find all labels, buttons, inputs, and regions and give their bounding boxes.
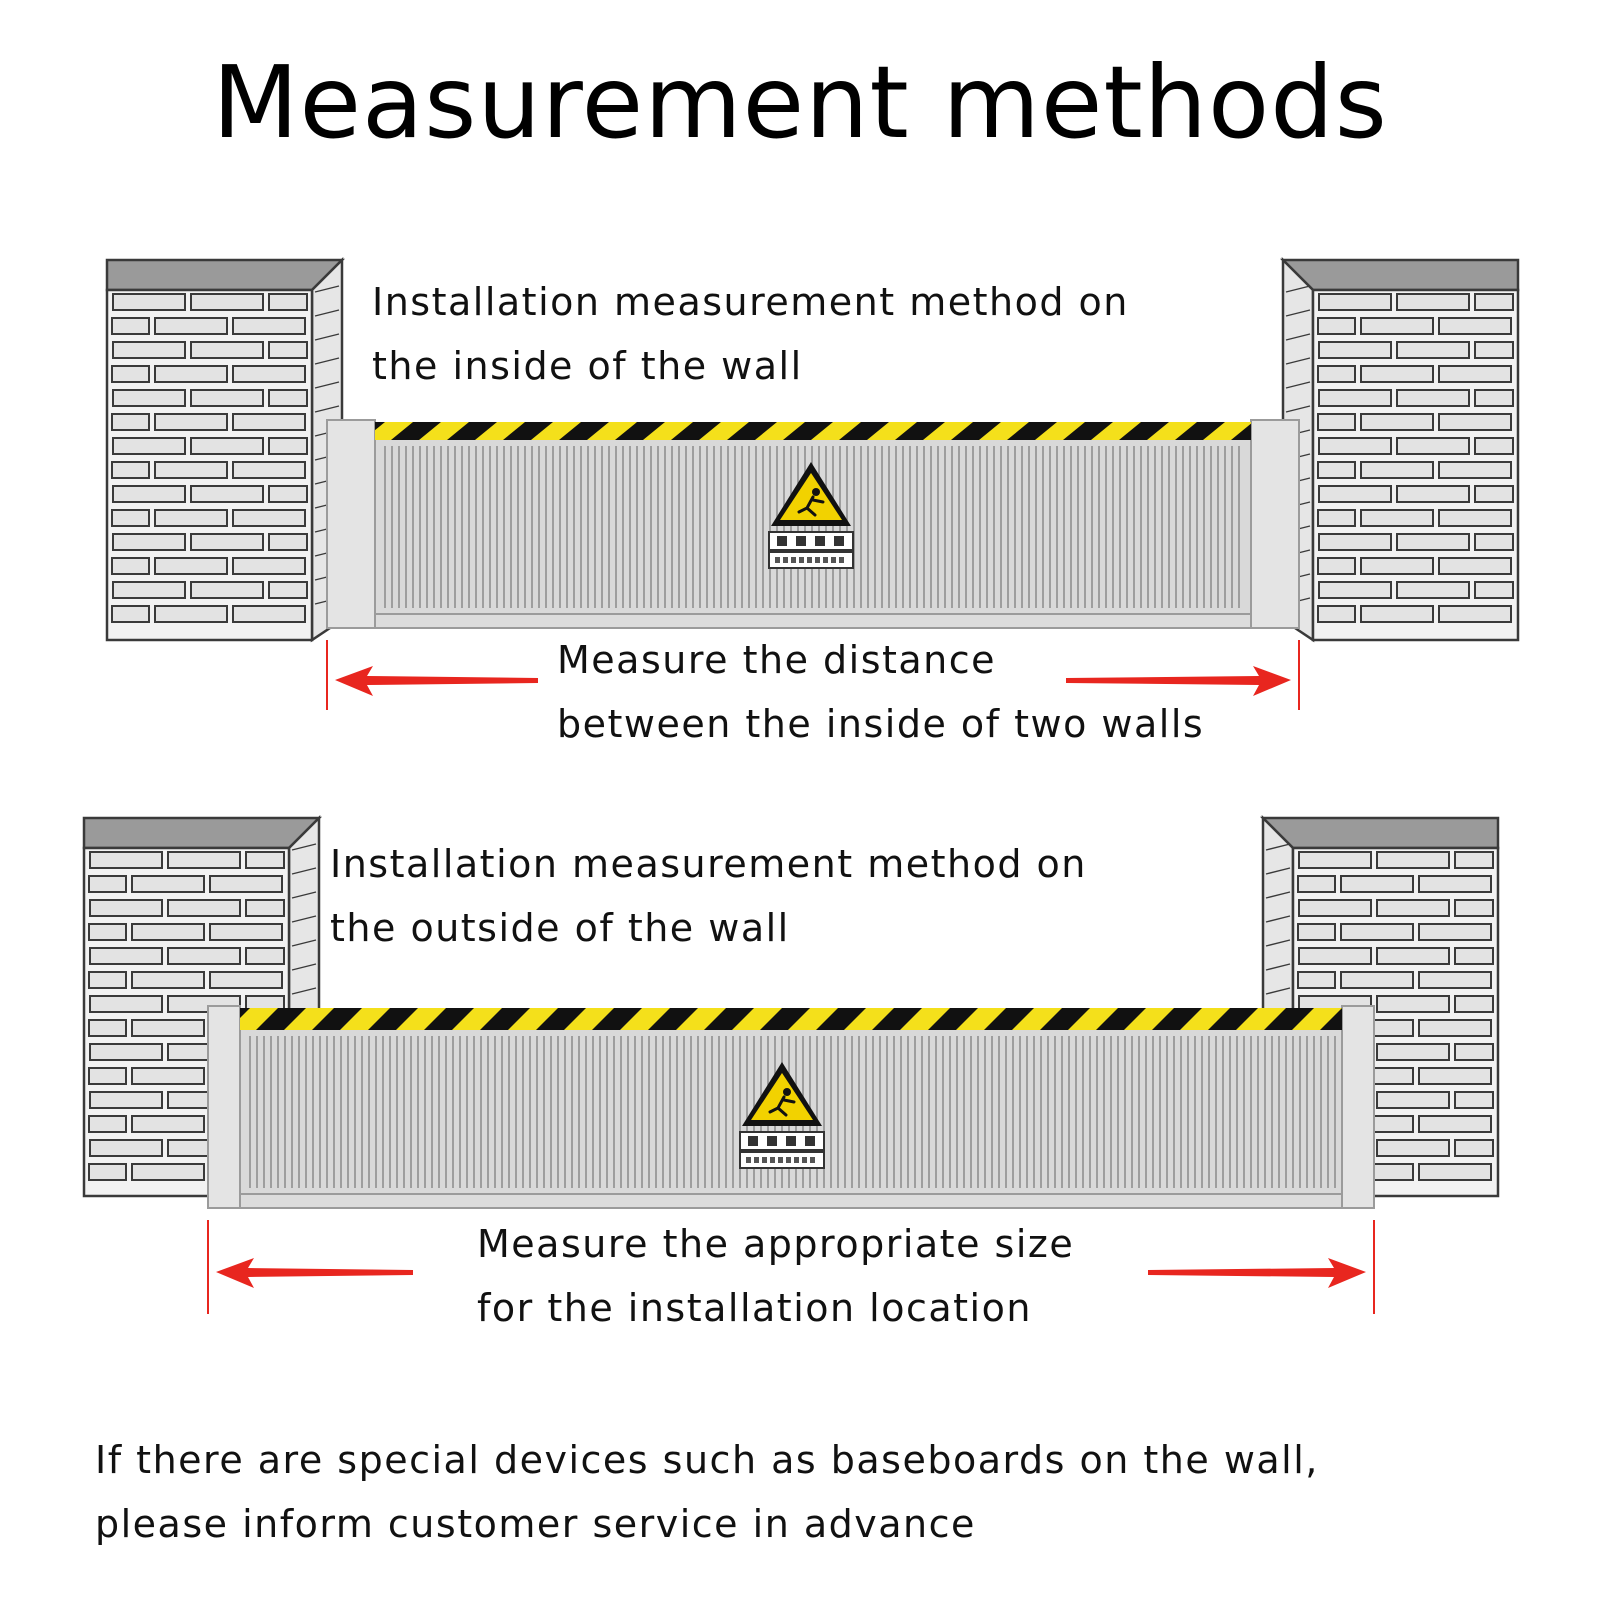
inside-wall-illustration: [105, 256, 1520, 710]
double-arrow-icon: [326, 640, 1300, 710]
diagram-outside-wall: Installation measurement method on the o…: [0, 760, 1600, 1380]
note-line1: If there are special devices such as bas…: [95, 1438, 1319, 1482]
flood-barrier-icon: [326, 419, 1300, 629]
measure-label-line2: for the installation location: [477, 1286, 1032, 1330]
note-line2: please inform customer service in advanc…: [95, 1502, 976, 1546]
page-title: Measurement methods: [212, 44, 1388, 161]
double-arrow-icon: [207, 1220, 1375, 1314]
flood-barrier-icon: [207, 1005, 1375, 1209]
measure-label-line2: between the inside of two walls: [557, 702, 1205, 746]
diagram-inside-wall: Installation measurement method on the i…: [0, 0, 1600, 760]
measure-label-line1: Measure the appropriate size: [477, 1222, 1075, 1266]
section-heading-line2: the inside of the wall: [372, 344, 803, 388]
measure-label-line1: Measure the distance: [557, 638, 997, 682]
section-heading-line1: Installation measurement method on: [330, 842, 1087, 886]
section-heading-line2: the outside of the wall: [330, 906, 790, 950]
section-heading-line1: Installation measurement method on: [372, 280, 1129, 324]
brick-pillar-icon: [1279, 256, 1520, 643]
warning-sign-icon: [739, 1062, 825, 1169]
brick-pillar-icon: [105, 256, 346, 643]
warning-sign-icon: [768, 462, 854, 569]
outside-wall-illustration: [82, 814, 1500, 1314]
footer-note: If there are special devices such as bas…: [95, 1428, 1319, 1556]
